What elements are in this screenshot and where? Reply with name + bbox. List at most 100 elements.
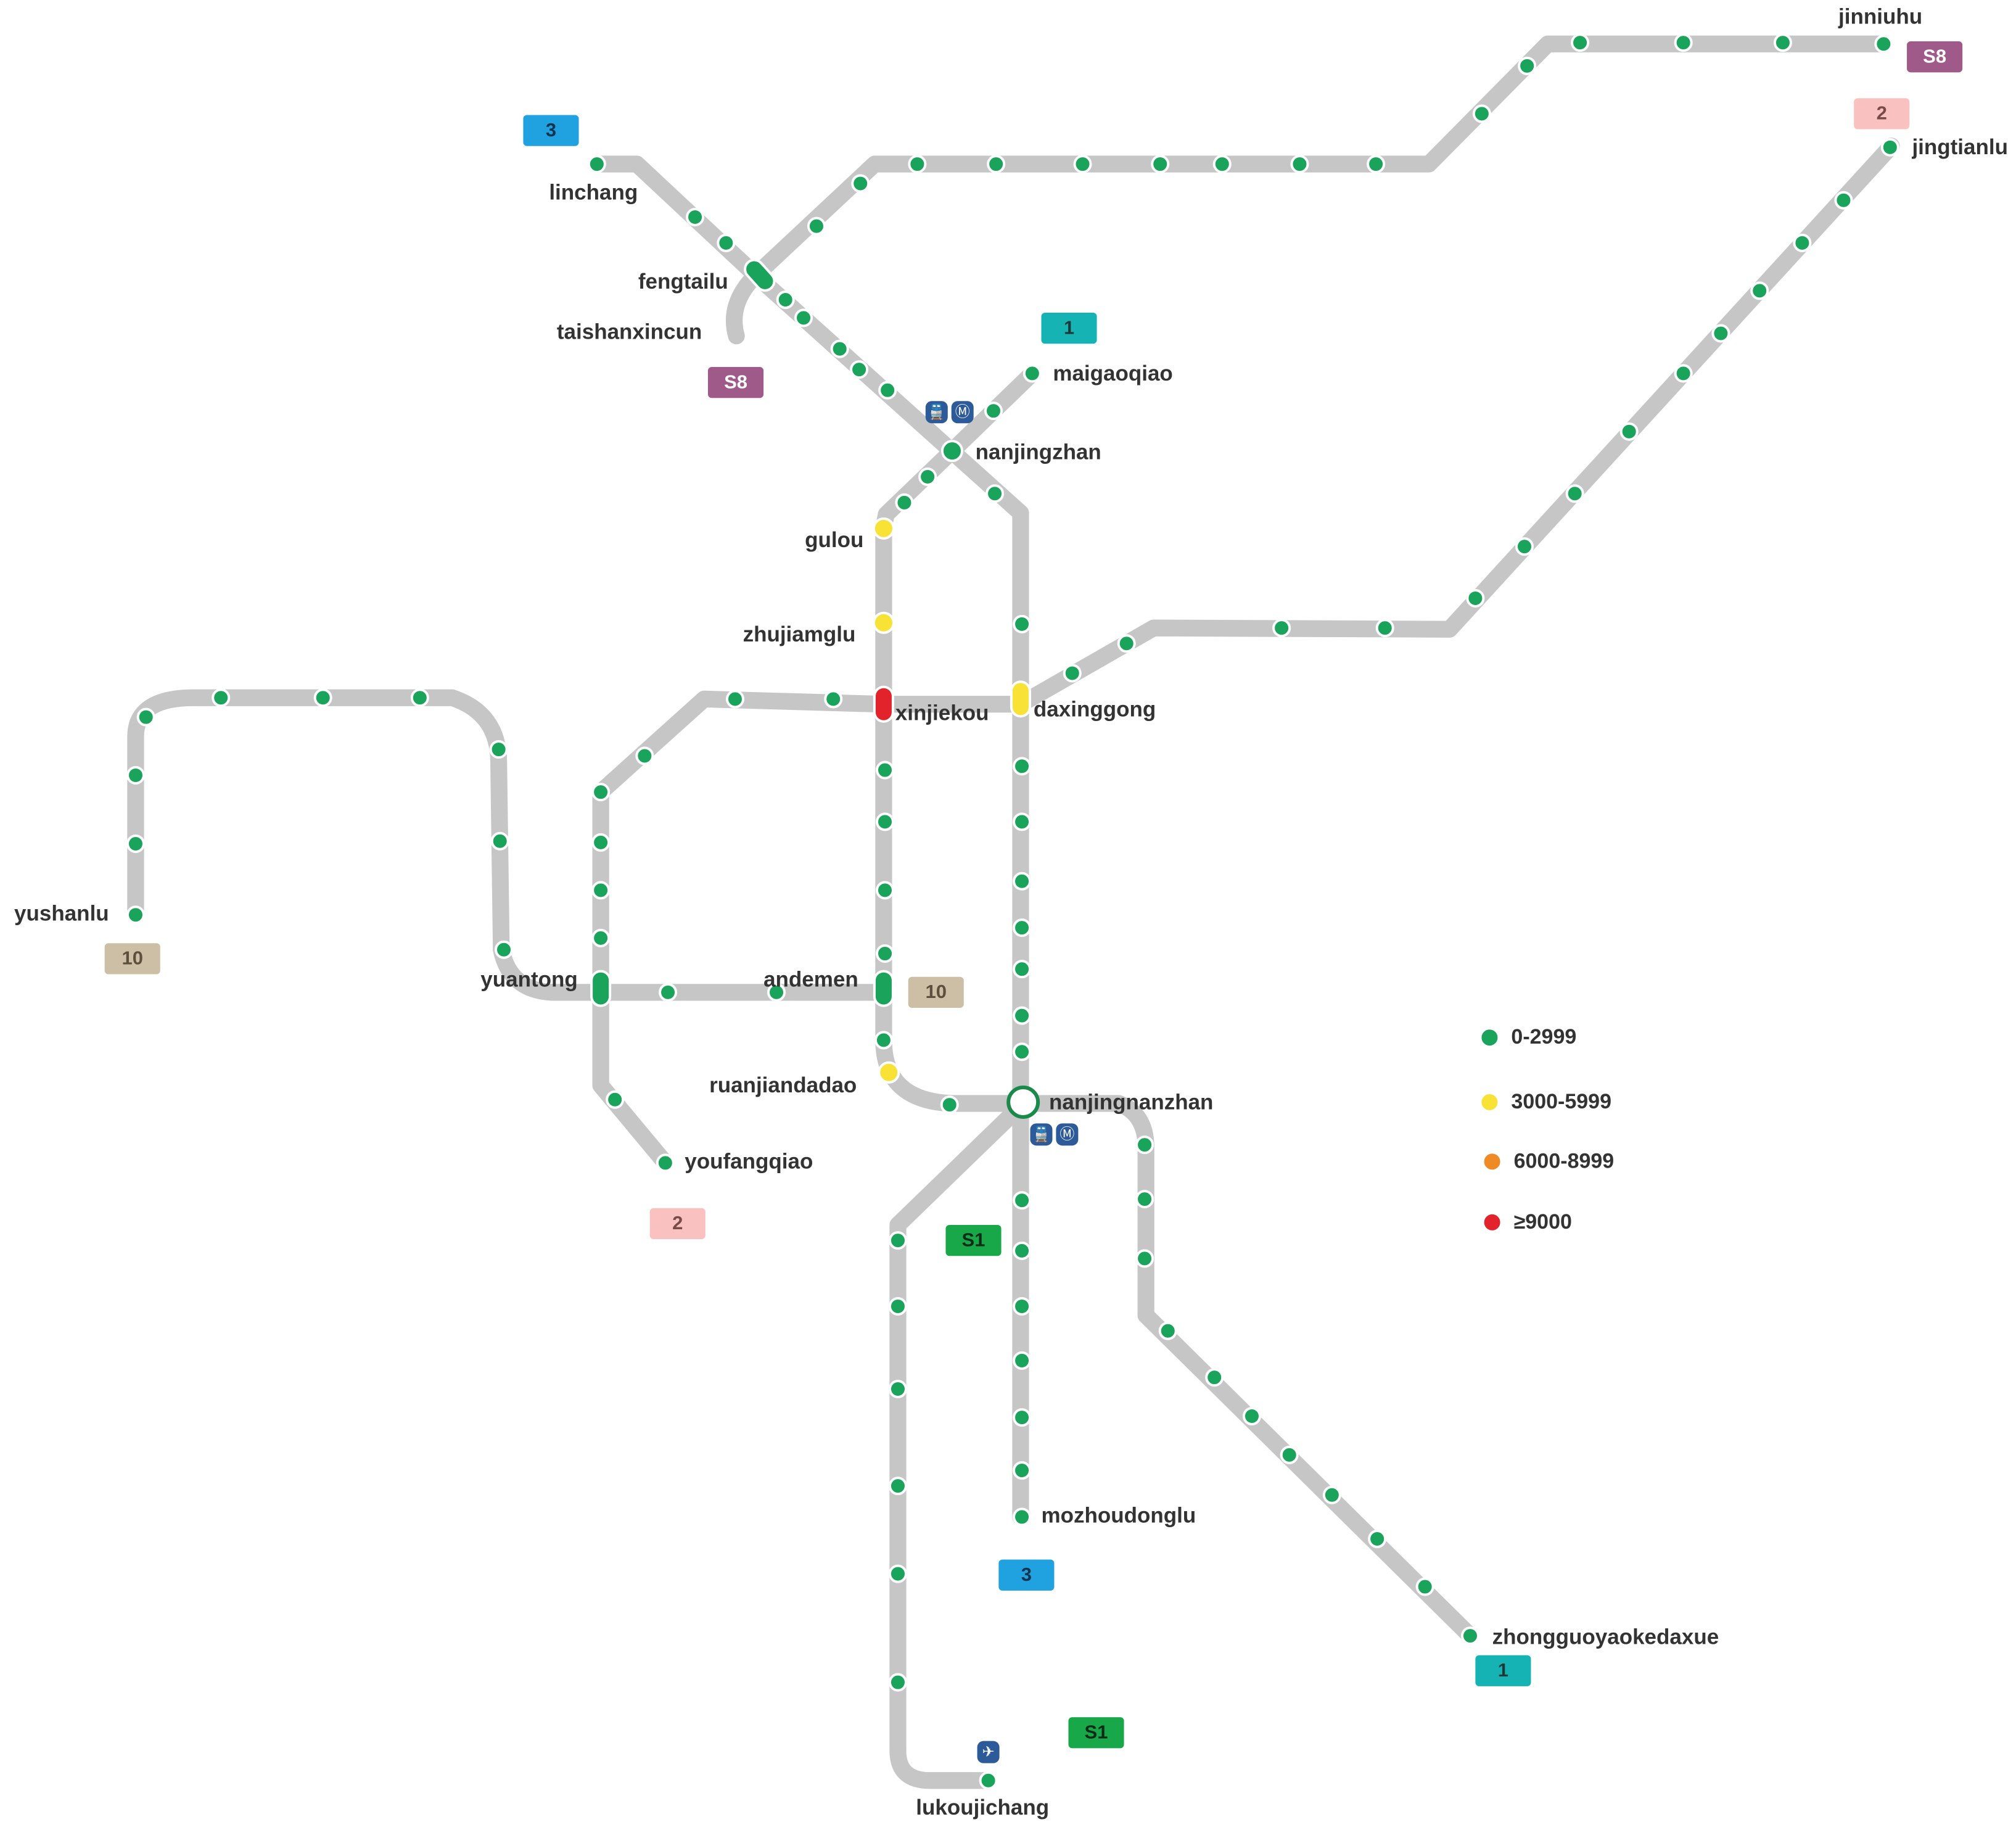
station-dot [1874, 35, 1893, 54]
facility-icon-layer: 🚆Ⓜ🚆Ⓜ✈ [925, 401, 1079, 1763]
station-dot [794, 308, 813, 328]
station-dot [1460, 1626, 1479, 1646]
line-badge-s8: S8 [708, 366, 764, 398]
metro-icon: Ⓜ [1056, 1123, 1079, 1146]
station-dot [1013, 1408, 1032, 1427]
line-badge-bg [1907, 41, 1963, 73]
station-dot [591, 783, 611, 802]
station-dot [717, 233, 736, 252]
svg-text:Ⓜ: Ⓜ [1059, 1126, 1074, 1143]
svg-text:🚆: 🚆 [1032, 1126, 1051, 1143]
station-label-nanjingzhan: nanjingzhan [976, 440, 1101, 464]
legend-swatch [1479, 1091, 1500, 1113]
station-dot [495, 940, 514, 959]
line-badge-10: 10 [908, 976, 964, 1008]
legend-label: 6000-8999 [1514, 1149, 1615, 1173]
station-dot [1466, 588, 1485, 608]
station-dot [1750, 281, 1769, 300]
station-dot [126, 834, 145, 853]
station-dot [1013, 960, 1032, 979]
station-dot [1571, 33, 1590, 52]
station-marker-ruanjiandadao [878, 1061, 900, 1084]
station-dot [1073, 155, 1092, 174]
station-dot [1242, 1407, 1261, 1426]
train-icon: 🚆 [925, 401, 948, 424]
station-dot [1773, 33, 1792, 52]
station-marker-layer [590, 258, 1031, 1084]
station-marker-andemen [873, 970, 894, 1007]
station-dot [1793, 233, 1812, 252]
line-badge-label: 1 [1498, 1659, 1508, 1681]
station-label-linchang: linchang [549, 180, 638, 204]
station-dot [1515, 537, 1534, 556]
station-dot [1565, 484, 1584, 503]
station-dot [126, 765, 145, 785]
station-dot [490, 831, 509, 851]
line-badge-label: 2 [1877, 102, 1887, 124]
station-dot [1135, 1249, 1154, 1268]
station-dot [591, 928, 611, 947]
station-dot [1013, 1296, 1032, 1316]
line-badge-2: 2 [649, 1208, 706, 1240]
airport-icon: ✈ [977, 1741, 1000, 1763]
line-badge-bg [708, 366, 764, 398]
station-dot [1205, 1368, 1224, 1387]
station-dot [1013, 1191, 1032, 1210]
station-label-youfangqiao: youfangqiao [685, 1150, 813, 1174]
station-dot [776, 291, 795, 310]
line-badge-s1: S1 [1068, 1717, 1124, 1749]
station-label-jingtianlu: jingtianlu [1911, 135, 2008, 159]
station-dot [126, 905, 145, 925]
station-dot [591, 881, 611, 900]
metro-icon: Ⓜ [951, 401, 974, 424]
station-dot-layer [126, 33, 1899, 1790]
line-badge-1: 1 [1041, 312, 1097, 344]
line-badge-3: 3 [998, 1559, 1055, 1591]
station-dot [1013, 1507, 1032, 1527]
line-badge-s8: S8 [1907, 41, 1963, 73]
station-dot [940, 1095, 959, 1115]
station-dot [1375, 619, 1394, 638]
station-dot [1135, 1136, 1154, 1155]
station-label-zhongguoyaokedaxue: zhongguoyaokedaxue [1492, 1625, 1719, 1649]
station-dot [1280, 1445, 1299, 1464]
station-dot [489, 740, 508, 759]
station-dot [888, 1477, 907, 1496]
station-dot [908, 155, 927, 174]
station-dot [587, 155, 606, 174]
legend-swatch [1479, 1027, 1500, 1049]
station-dot [1022, 364, 1042, 383]
station-dot [635, 746, 654, 765]
station-label-lukoujichang: lukoujichang [916, 1795, 1049, 1820]
station-label-yuantong: yuantong [480, 967, 577, 991]
line-badge-label: 3 [1021, 1564, 1032, 1585]
line-badge-label: S1 [962, 1229, 985, 1250]
station-dot [987, 155, 1006, 174]
legend-item: 6000-8999 [1481, 1149, 1615, 1173]
station-label-nanjingnanzhan: nanjingnanzhan [1049, 1090, 1213, 1114]
station-dot [888, 1380, 907, 1399]
station-dot [136, 707, 155, 727]
line-badge-bg [104, 943, 160, 975]
station-dot [1674, 364, 1693, 383]
track-line-2 [592, 138, 1900, 1172]
station-dot [979, 1771, 998, 1790]
station-dot [807, 216, 826, 236]
station-dot [876, 812, 895, 831]
line-badge-label: 2 [672, 1212, 683, 1234]
station-label-gulou: gulou [805, 528, 863, 552]
train-icon: 🚆 [1030, 1123, 1053, 1146]
station-label-xinjiekou: xinjiekou [895, 701, 989, 725]
station-dot [212, 688, 231, 707]
station-label-mozhoudonglu: mozhoudonglu [1041, 1504, 1196, 1528]
track-line-3 [588, 155, 1029, 1526]
station-dot [1013, 872, 1032, 891]
station-label-fengtailu: fengtailu [638, 270, 728, 294]
line-badge-2: 2 [1854, 98, 1910, 130]
line-badge-bg [1041, 312, 1097, 344]
legend-swatch [1481, 1211, 1503, 1233]
legend-label: 3000-5999 [1511, 1090, 1611, 1113]
station-dot [985, 484, 1005, 503]
